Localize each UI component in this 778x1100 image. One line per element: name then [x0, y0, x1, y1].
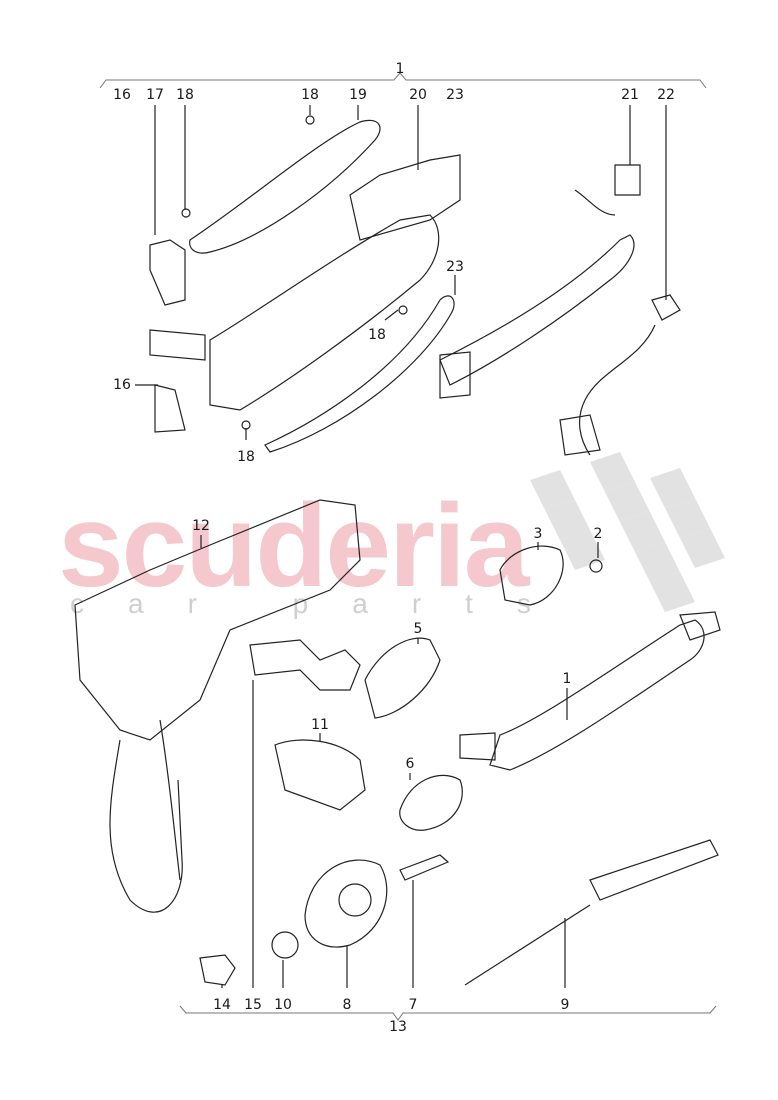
part-16-clip	[154, 384, 186, 433]
group-bracket-1	[99, 72, 707, 89]
label-11: 11	[311, 717, 329, 733]
label-10: 10	[274, 997, 292, 1013]
part-12-lock-mechanism	[74, 499, 361, 741]
label-1: 1	[562, 671, 572, 687]
label-20: 20	[409, 87, 427, 103]
part-8-key-fob	[304, 859, 388, 948]
label-18: 18	[237, 449, 255, 465]
label-9: 9	[560, 997, 570, 1013]
label-22: 22	[657, 87, 675, 103]
part-21-handle-assembly	[439, 234, 635, 386]
part-11-cap	[274, 739, 366, 811]
label-14: 14	[213, 997, 231, 1013]
watermark-sub: car parts	[70, 588, 575, 619]
label-5: 5	[413, 621, 423, 637]
part-7-key-blade	[399, 854, 450, 881]
label-18: 18	[301, 87, 319, 103]
part-15-lock-cylinder	[249, 639, 361, 691]
label-16: 16	[113, 87, 131, 103]
label-19: 19	[349, 87, 367, 103]
part-22-wiring-harness	[578, 294, 681, 456]
part-17-bracket	[149, 239, 186, 306]
label-12: 12	[192, 518, 210, 534]
part-19-handle-cover	[189, 119, 381, 254]
checkered-flag-icon	[530, 452, 725, 612]
part-20-handle-carrier	[209, 214, 440, 411]
label-6: 6	[405, 756, 415, 772]
label-18: 18	[176, 87, 194, 103]
label-16: 16	[113, 377, 131, 393]
label-8: 8	[342, 997, 352, 1013]
label-13: 13	[389, 1019, 407, 1035]
label-21: 21	[621, 87, 639, 103]
label-23: 23	[446, 87, 464, 103]
label-2: 2	[593, 526, 603, 542]
label-17: 17	[146, 87, 164, 103]
part-5-bezel	[364, 637, 441, 719]
group-bracket-13	[179, 1005, 717, 1021]
part-2-screw	[589, 559, 603, 573]
label-7: 7	[408, 997, 418, 1013]
label-15: 15	[244, 997, 262, 1013]
label-23: 23	[446, 259, 464, 275]
part-14-small-cylinder	[199, 954, 236, 986]
part-6-cover	[399, 774, 463, 831]
watermark-main: scuderia	[58, 480, 529, 612]
label-1-top: 1	[395, 61, 405, 77]
label-18: 18	[368, 327, 386, 343]
part-23-trim	[264, 295, 455, 453]
part-3-gasket	[499, 545, 564, 606]
part-1-outer-handle	[489, 619, 705, 771]
label-3: 3	[533, 526, 543, 542]
part-9-release-tool	[589, 839, 719, 901]
part-10-disc	[271, 931, 299, 959]
